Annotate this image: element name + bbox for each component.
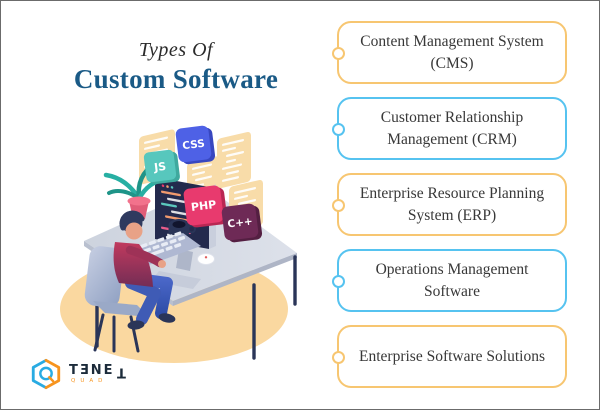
svg-text:C++: C++: [227, 215, 254, 230]
mouse-icon: [197, 253, 215, 265]
js-badge: JS: [143, 149, 180, 185]
svg-text:PHP: PHP: [190, 198, 217, 214]
code-card: [217, 131, 251, 189]
brand-logo: TƎNET QUAD: [29, 357, 125, 391]
svg-text:JS: JS: [152, 160, 167, 174]
brand-name: TƎNET: [69, 362, 126, 380]
title-prefix: Types Of: [138, 39, 214, 61]
plant-icon: [103, 162, 167, 219]
software-type-card-crm: Customer Relationship Management (CRM): [332, 97, 567, 160]
software-type-card-oms: Operations Management Software: [332, 249, 567, 312]
software-type-label: Customer Relationship Management (CRM): [380, 109, 524, 148]
developer-person: [113, 210, 176, 330]
developer-illustration: JS CSS PHP C++: [60, 125, 297, 363]
software-type-card-cms: Content Management System (CMS): [332, 21, 567, 84]
connector-dot: [332, 274, 345, 288]
php-badge: PHP: [183, 185, 228, 228]
coffee-cup-icon: [168, 219, 196, 235]
connector-dot: [332, 350, 345, 364]
software-types-list: Content Management System (CMS) Customer…: [332, 1, 567, 409]
title-main: Custom Software: [73, 64, 279, 94]
connector-dot: [332, 198, 345, 212]
brand-subtitle: QUAD: [71, 377, 108, 384]
css-badge: CSS: [175, 125, 216, 165]
connector-dot: [332, 46, 345, 60]
software-type-label: Content Management System (CMS): [360, 33, 544, 72]
software-type-label: Enterprise Resource Planning System (ERP…: [359, 185, 545, 224]
brand-hexagon-icon: [31, 358, 61, 390]
connector-dot: [332, 122, 345, 136]
software-type-label: Operations Management Software: [375, 261, 529, 300]
cpp-badge: C++: [221, 203, 263, 243]
svg-text:CSS: CSS: [182, 138, 206, 153]
software-type-card-ess: Enterprise Software Solutions: [332, 325, 567, 388]
software-type-card-erp: Enterprise Resource Planning System (ERP…: [332, 173, 567, 236]
page-title: Types Of Custom Software: [26, 39, 326, 95]
software-type-label: Enterprise Software Solutions: [359, 347, 545, 365]
